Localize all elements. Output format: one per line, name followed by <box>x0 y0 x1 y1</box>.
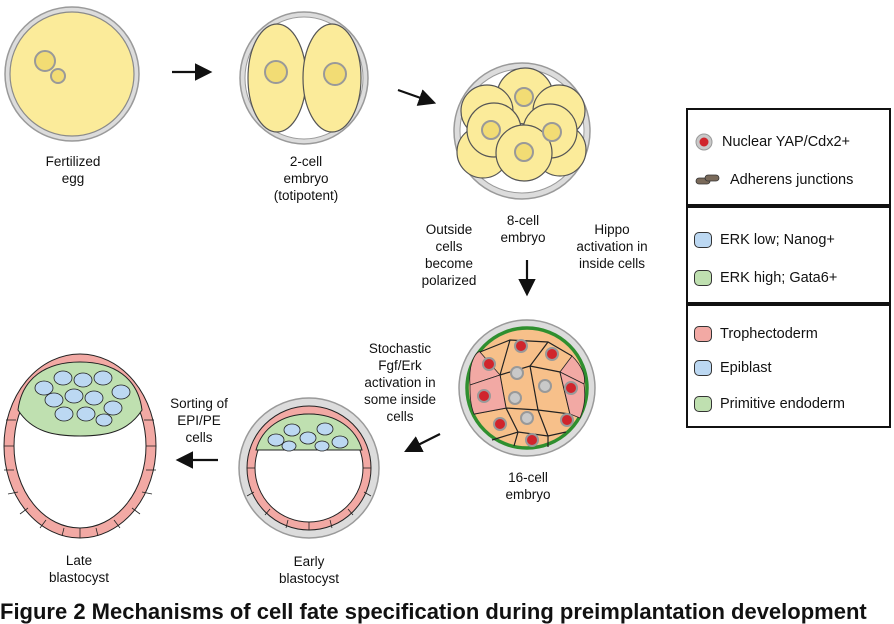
late-blastocyst-label: Late blastocyst <box>48 553 110 585</box>
endoderm-swatch-icon <box>694 396 712 412</box>
arrow-2cell-to-8cell <box>397 88 437 106</box>
hippo-annotation: Hippo activation in inside cells <box>576 222 648 271</box>
endoderm-swatch-icon <box>694 270 712 286</box>
legend-item-erk-high: ERK high; Gata6+ <box>694 270 837 286</box>
trophectoderm-swatch-icon <box>694 326 712 342</box>
legend-label: ERK low; Nanog+ <box>720 232 835 248</box>
epiblast-swatch-icon <box>694 360 712 376</box>
two-cell-embryo-illustration <box>239 11 369 145</box>
legend-group-lineages: Trophectoderm Epiblast Primitive endoder… <box>686 304 891 428</box>
legend-item-nuclear-yap: Nuclear YAP/Cdx2+ <box>694 132 850 152</box>
legend-item-primitive-endoderm: Primitive endoderm <box>694 396 845 412</box>
early-blastocyst-label: Early blastocyst <box>278 554 340 586</box>
figure-caption: Figure 2 Mechanisms of cell fate specifi… <box>0 599 867 624</box>
legend-label: Trophectoderm <box>720 326 818 342</box>
legend-label: Epiblast <box>720 360 772 376</box>
legend-item-epiblast: Epiblast <box>694 360 772 376</box>
stochastic-annotation: Stochastic Fgf/Erk activation in some in… <box>363 341 437 424</box>
sorting-annotation: Sorting of EPI/PE cells <box>170 396 228 445</box>
legend-label: ERK high; Gata6+ <box>720 270 838 286</box>
legend-label: Adherens junctions <box>730 172 854 188</box>
epiblast-swatch-icon <box>694 232 712 248</box>
arrow-16cell-to-early <box>404 433 441 452</box>
eight-cell-label: 8-cell embryo <box>500 213 546 245</box>
legend-item-erk-low: ERK low; Nanog+ <box>694 232 835 248</box>
nucleus-icon <box>695 133 713 151</box>
sixteen-cell-label: 16-cell embryo <box>505 470 551 502</box>
embryo-development-diagram <box>3 6 596 539</box>
legend-group-erk: ERK low; Nanog+ ERK high; Gata6+ <box>686 206 891 304</box>
fertilized-egg-illustration <box>4 6 140 142</box>
legend-label: Primitive endoderm <box>720 396 845 412</box>
legend-item-adherens: Adherens junctions <box>694 172 853 188</box>
sixteen-cell-embryo-illustration <box>458 319 596 457</box>
legend-label: Nuclear YAP/Cdx2+ <box>722 134 851 150</box>
early-blastocyst-illustration <box>238 397 380 539</box>
eight-cell-embryo-illustration <box>453 62 591 200</box>
fertilized-egg-label: Fertilized egg <box>45 154 101 186</box>
outside-cells-annotation: Outside cells become polarized <box>421 222 477 288</box>
junction-icon <box>695 174 720 185</box>
legend-group-markers: Nuclear YAP/Cdx2+ Adherens junctions <box>686 108 891 206</box>
late-blastocyst-illustration <box>3 353 157 539</box>
two-cell-label: 2-cell embryo (totipotent) <box>273 154 339 203</box>
legend-item-trophectoderm: Trophectoderm <box>694 326 818 342</box>
